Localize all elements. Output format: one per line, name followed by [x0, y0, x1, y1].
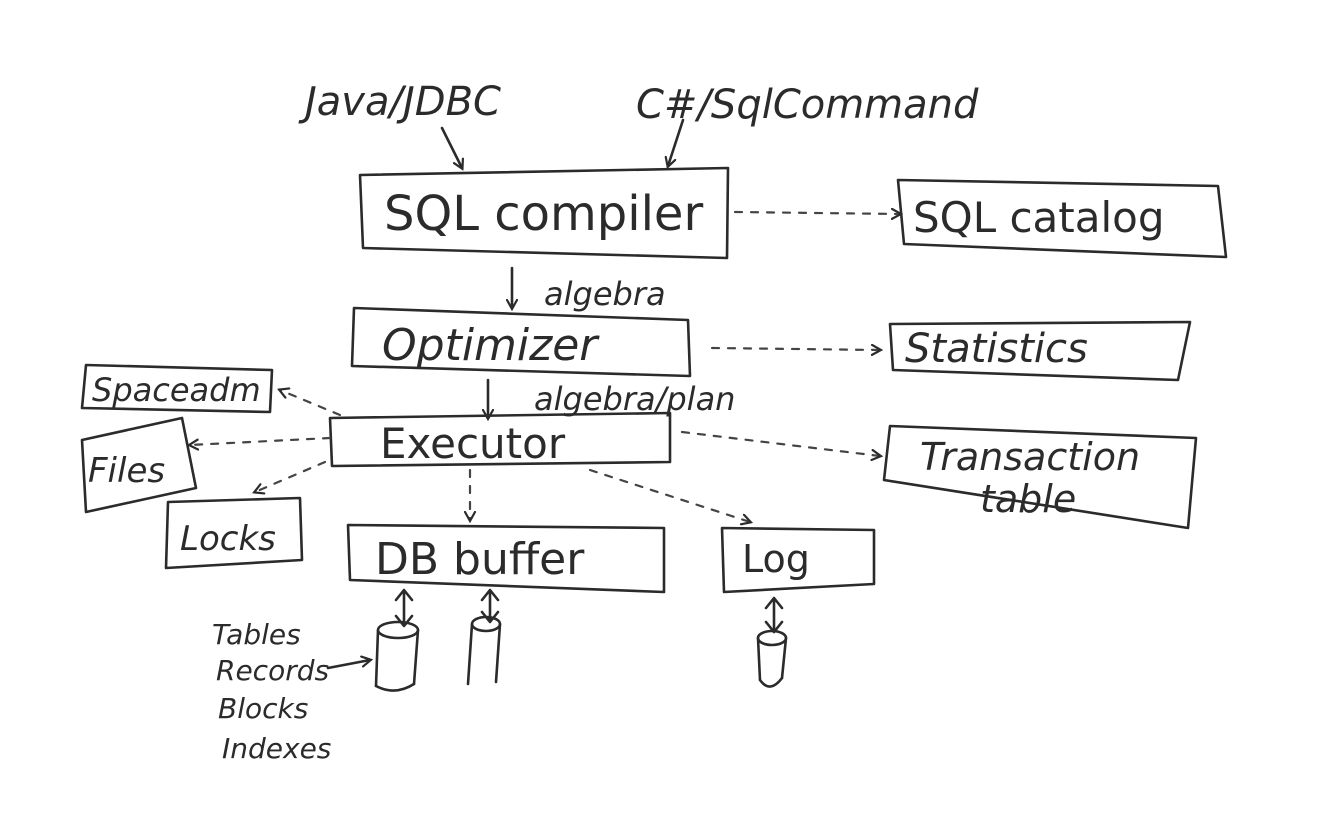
sql-compiler-box: SQL compiler	[358, 166, 730, 260]
storage-note-item: Indexes	[222, 732, 331, 765]
db-buffer-box: DB buffer	[346, 523, 666, 594]
spaceadm-box: Spaceadm	[80, 363, 274, 414]
files-label: Files	[88, 451, 165, 491]
records-to-disk-arrow	[326, 660, 370, 670]
algebra-plan-label: algebra/plan	[534, 380, 735, 418]
files-box: Files	[80, 416, 198, 514]
statistics-label: Statistics	[905, 326, 1088, 372]
db-buffer-label: DB buffer	[375, 534, 585, 585]
sql-catalog-label: SQL catalog	[913, 193, 1165, 242]
locks-label: Locks	[180, 519, 276, 559]
executor-box: Executor	[328, 411, 672, 468]
executor-to-files-arrow	[190, 436, 332, 445]
statistics-box: Statistics	[888, 320, 1192, 382]
transaction-table-label-line2: table	[980, 477, 1076, 521]
locks-box: Locks	[164, 496, 304, 570]
executor-to-spaceadm-arrow	[280, 390, 342, 417]
storage-note-item: Tables	[212, 618, 301, 651]
compiler-to-catalog-arrow	[733, 212, 900, 214]
sql-catalog-box: SQL catalog	[896, 178, 1228, 259]
transaction-table-box: Transaction table	[882, 424, 1198, 530]
executor-label: Executor	[380, 419, 566, 468]
csharp-to-compiler-arrow	[668, 118, 685, 166]
sql-compiler-label: SQL compiler	[384, 186, 703, 242]
disk-cylinder-icon	[756, 596, 788, 688]
storage-note-item: Blocks	[218, 692, 308, 725]
executor-to-log-arrow	[588, 468, 750, 522]
log-label: Log	[742, 537, 810, 581]
java-to-compiler-arrow	[440, 126, 462, 168]
storage-notes: Tables Records Blocks Indexes	[212, 618, 370, 765]
transaction-table-label-line1: Transaction	[920, 435, 1140, 479]
algebra-label: algebra	[544, 275, 666, 313]
executor-to-transaction-arrow	[680, 430, 880, 456]
executor-to-locks-arrow	[255, 460, 327, 492]
disk-cylinder-icon	[374, 588, 420, 692]
optimizer-box: Optimizer	[350, 306, 692, 378]
disk-cylinder-icon	[466, 588, 502, 686]
csharp-sqlcommand-label: C#/SqlCommand	[636, 82, 979, 128]
java-jdbc-label: Java/JDBC	[298, 79, 501, 125]
spaceadm-label: Spaceadm	[92, 371, 261, 409]
optimizer-to-statistics-arrow	[710, 348, 880, 350]
storage-note-item: Records	[216, 654, 329, 687]
optimizer-label: Optimizer	[382, 320, 600, 371]
log-box: Log	[720, 526, 876, 594]
